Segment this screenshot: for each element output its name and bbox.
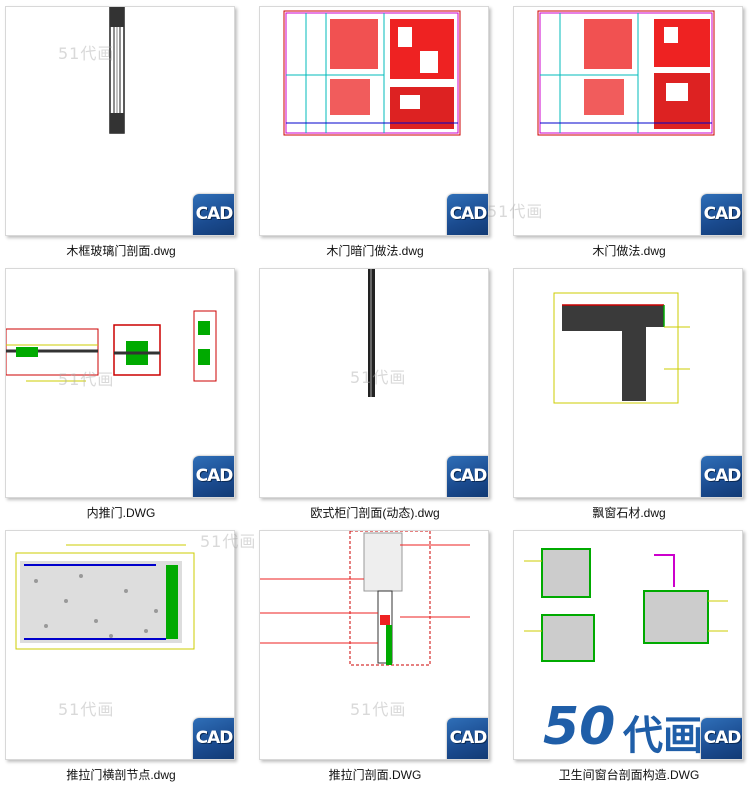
- file-name[interactable]: 飘窗石材.dwg: [592, 506, 666, 520]
- file-tile[interactable]: CAD 木框玻璃门剖面.dwg: [5, 6, 237, 262]
- file-thumbnail[interactable]: CAD: [259, 530, 489, 760]
- file-thumbnail[interactable]: CAD: [5, 530, 235, 760]
- file-thumbnail[interactable]: CAD: [513, 6, 743, 236]
- logo-digits: 50: [543, 697, 616, 757]
- cad-badge-icon: CAD: [447, 194, 488, 235]
- file-name[interactable]: 卫生间窗台剖面构造.DWG: [558, 768, 700, 782]
- drawing-preview: [6, 310, 217, 382]
- cad-badge-icon: CAD: [193, 456, 234, 497]
- drawing-preview: [109, 7, 125, 134]
- watermark-text: 51代画: [58, 700, 115, 719]
- file-thumbnail[interactable]: CAD: [259, 6, 489, 236]
- drawing-preview: [283, 10, 461, 136]
- drawing-preview: [260, 531, 470, 666]
- watermark-text: 51代画: [350, 700, 407, 719]
- file-tile[interactable]: CAD 推拉门横剖节点.dwg: [5, 530, 237, 786]
- drawing-preview: [553, 292, 690, 404]
- drawing-preview: [524, 548, 728, 662]
- drawing-preview: [368, 269, 375, 397]
- cad-badge-icon: CAD: [447, 456, 488, 497]
- cad-badge-icon: CAD: [447, 718, 488, 759]
- file-name[interactable]: 推拉门剖面.DWG: [328, 768, 422, 782]
- file-tile[interactable]: CAD 木门做法.dwg: [513, 6, 745, 262]
- file-thumbnail[interactable]: CAD: [513, 530, 743, 760]
- watermark-text: 51代画: [350, 368, 407, 387]
- drawing-preview: [537, 10, 715, 136]
- cad-badge-icon: CAD: [701, 718, 742, 759]
- file-name[interactable]: 内推门.DWG: [86, 506, 156, 520]
- file-tile[interactable]: CAD 内推门.DWG: [5, 268, 237, 524]
- file-name[interactable]: 木框玻璃门剖面.dwg: [66, 244, 176, 258]
- cad-badge-icon: CAD: [701, 456, 742, 497]
- watermark-text: 51代画: [58, 370, 115, 389]
- cad-badge-icon: CAD: [701, 194, 742, 235]
- file-thumbnail[interactable]: CAD: [5, 268, 235, 498]
- drawing-preview: [15, 544, 195, 650]
- watermark-text: 51代画: [58, 44, 115, 63]
- cad-badge-icon: CAD: [193, 194, 234, 235]
- file-tile[interactable]: CAD 木门暗门做法.dwg: [259, 6, 491, 262]
- watermark-text: 51代画: [487, 202, 544, 221]
- file-name[interactable]: 木门做法.dwg: [592, 244, 666, 258]
- file-thumbnail[interactable]: CAD: [513, 268, 743, 498]
- file-name[interactable]: 欧式柜门剖面(动态).dwg: [310, 506, 440, 520]
- watermark-text: 51代画: [200, 532, 257, 551]
- file-thumbnail[interactable]: CAD: [5, 6, 235, 236]
- file-tile[interactable]: CAD 卫生间窗台剖面构造.DWG: [513, 530, 745, 786]
- brand-logo: 50 代画: [543, 697, 723, 759]
- logo-text: 代画: [623, 713, 703, 759]
- file-name[interactable]: 推拉门横剖节点.dwg: [66, 768, 176, 782]
- file-thumbnail[interactable]: CAD: [259, 268, 489, 498]
- file-tile[interactable]: CAD 欧式柜门剖面(动态).dwg: [259, 268, 491, 524]
- file-tile[interactable]: CAD 推拉门剖面.DWG: [259, 530, 491, 786]
- cad-badge-icon: CAD: [193, 718, 234, 759]
- file-name[interactable]: 木门暗门做法.dwg: [326, 244, 424, 258]
- file-tile[interactable]: CAD 飘窗石材.dwg: [513, 268, 745, 524]
